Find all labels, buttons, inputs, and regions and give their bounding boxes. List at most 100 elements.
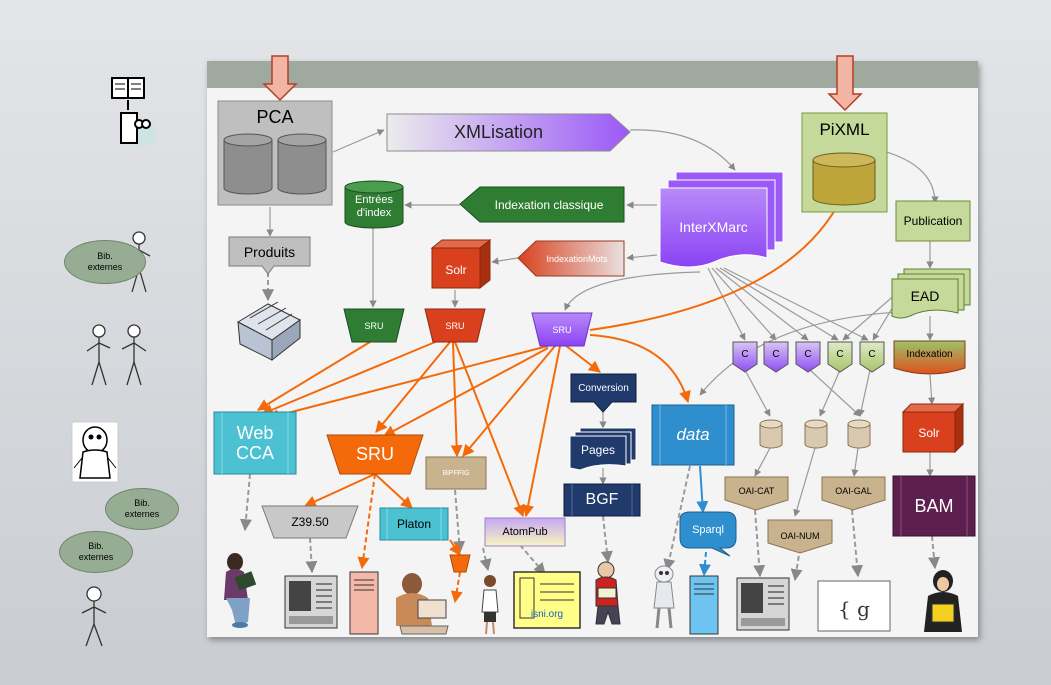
platon-box — [379, 507, 449, 541]
index-entries-label: Entrées d'index — [345, 191, 403, 223]
indexation-shape — [893, 340, 966, 375]
isni-screen-icon — [513, 571, 581, 629]
external-libraries-bubble: Bib.externes — [59, 531, 133, 573]
data-label: data — [676, 425, 710, 444]
businesswoman-icon — [481, 575, 499, 635]
bgf-box — [563, 483, 641, 517]
sparql-link — [698, 551, 711, 577]
data-sparql-link — [696, 465, 709, 514]
c-box-label: C — [741, 348, 749, 360]
sru-trapezoid-mid — [424, 308, 486, 343]
c-box-label: C — [804, 348, 812, 360]
tower-server-icon — [349, 571, 379, 635]
left-clipart-area — [71, 77, 157, 647]
atompub-label: AtomPub — [502, 526, 548, 538]
external-libraries-bubble: Bib.externes — [105, 488, 179, 530]
sru-right-label: SRU — [552, 324, 572, 335]
bubble-line: externes — [87, 262, 123, 272]
sparql-bubble — [679, 511, 737, 557]
index-entries-line: d'index — [356, 207, 392, 219]
conversion-shape — [570, 373, 637, 413]
small-cylinders — [759, 419, 871, 449]
indexation-classique-shape — [459, 186, 625, 223]
indexation-classique-label: Indexation classique — [494, 197, 604, 212]
publication-shape — [895, 200, 971, 242]
bam-box — [892, 475, 976, 537]
pixml-box — [801, 112, 888, 213]
atompub-box — [484, 517, 566, 547]
produits-label: Produits — [243, 243, 296, 260]
orange-connectors — [256, 186, 848, 556]
blue-tower-server-icon — [689, 575, 719, 635]
solr-right-label: Solr — [918, 426, 940, 440]
bam-label: BAM — [914, 495, 954, 516]
server-icon — [284, 575, 338, 629]
input-arrow-pixml — [827, 55, 863, 112]
ead-docs — [891, 268, 971, 319]
z3950-label: Z39.50 — [291, 515, 329, 529]
oai-num-shape — [767, 519, 833, 554]
solr-cube-right — [901, 402, 965, 454]
bubble-line: Bib. — [97, 251, 113, 261]
isni-label: isni.org — [530, 608, 564, 620]
c-box-label: C — [772, 348, 780, 360]
businesswoman-yellow-icon — [924, 570, 962, 632]
oai-gal-label: OAI-GAL — [835, 485, 872, 496]
c-box-label: C — [868, 348, 876, 360]
platon-label: Platon — [396, 517, 432, 531]
oai-gal-shape — [821, 476, 886, 511]
stick-figure-icon — [81, 586, 107, 647]
interxmarc-docs — [659, 171, 784, 268]
sru-trapezoid-right — [531, 312, 593, 347]
indexation-label: Indexation — [906, 349, 953, 360]
alien-figure-icon — [653, 565, 675, 629]
seated-reader-icon — [595, 561, 621, 625]
external-libraries-bubble: Bib.externes — [64, 240, 146, 284]
small-orange-funnel — [449, 554, 471, 573]
reader-robot-icon — [120, 112, 157, 147]
index-entries-cylinder — [344, 180, 404, 229]
bubble-line: externes — [124, 509, 160, 519]
bubble-line: Bib. — [134, 498, 150, 508]
c-boxes — [732, 341, 885, 373]
sru-left-label: SRU — [364, 320, 384, 331]
xmlisation-label: XMLisation — [453, 122, 544, 142]
pixml-label: PiXML — [819, 120, 870, 139]
web-cca-label: Web CCA — [214, 418, 296, 468]
conversion-label: Conversion — [578, 382, 629, 394]
sru-trapezoid-left — [343, 308, 405, 343]
web-cca-line: CCA — [235, 443, 274, 463]
reader-woman-icon — [224, 553, 257, 628]
indexation-mots-label: IndexationMots — [546, 253, 608, 264]
oai-cat-label: OAI-CAT — [738, 485, 775, 496]
sru-mid-label: SRU — [445, 320, 465, 331]
gray-connectors — [266, 129, 939, 517]
gallica-logo — [817, 580, 891, 632]
pages-label: Pages — [580, 443, 616, 457]
web-cca-line: Web — [236, 423, 274, 443]
bubble-line: externes — [78, 552, 114, 562]
gallica-logo-label: { g — [838, 597, 870, 621]
book-icon — [111, 77, 145, 110]
c-box-label: C — [836, 348, 844, 360]
stick-figure-icon — [86, 324, 147, 386]
produits-shape — [228, 236, 311, 275]
web-cca-box — [213, 411, 297, 475]
server-icon — [736, 577, 790, 631]
xmlisation-shape — [386, 113, 631, 152]
bubble-line: Bib. — [88, 541, 104, 551]
dashed-connectors — [239, 272, 940, 582]
data-box — [651, 404, 735, 466]
oai-num-label: OAI-NUM — [780, 530, 820, 541]
bpfig-label: BiPFFIG — [442, 469, 470, 477]
index-entries-line: Entrées — [355, 194, 393, 206]
publication-label: Publication — [903, 214, 963, 228]
solr-top-label: Solr — [445, 263, 467, 277]
pages-docs — [569, 427, 637, 471]
z3950-trapezoid — [261, 505, 359, 539]
interxmarc-label: InterXMarc — [679, 219, 748, 235]
input-arrow-pca — [262, 55, 298, 102]
ead-label: EAD — [910, 288, 940, 304]
printer-icon — [236, 301, 301, 362]
